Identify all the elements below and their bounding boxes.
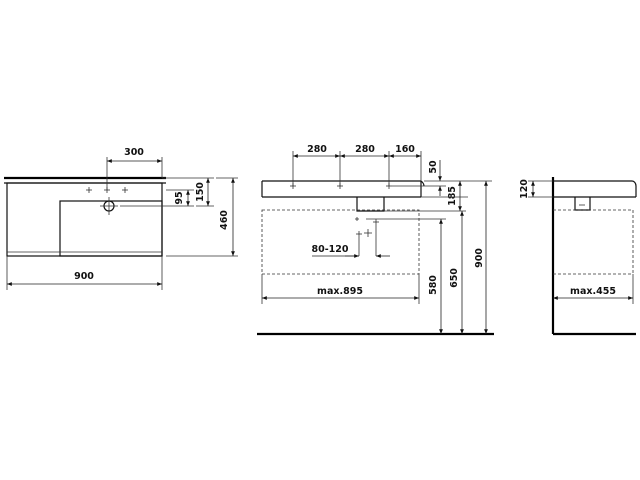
siphon-front [355,217,379,237]
dimension-900-height-label: 900 [474,248,485,268]
basin-side [553,180,637,211]
dimension-150: 150 [162,177,214,207]
cabinet-front [261,209,420,275]
dimension-280-b-label: 280 [355,144,375,155]
dimension-185: 185 [384,180,466,212]
basin-front [261,180,425,212]
tap-hole-top [100,197,118,215]
dimension-95-label: 95 [174,191,185,204]
dimension-tap-spacing: 280 280 160 [292,144,422,186]
dimension-120-label: 120 [519,179,530,199]
dimension-580-label: 580 [428,275,439,295]
dimension-460: 460 [166,177,238,257]
dimension-650: 650 [421,196,468,334]
dimension-185-label: 185 [447,186,458,206]
dimension-80-120: 80-120 [312,225,390,258]
dimension-900-width-label: 900 [74,271,94,282]
dimension-max-895-label: max.895 [317,286,363,297]
top-view: 300 95 150 460 900 [4,147,238,290]
dimension-300-label: 300 [124,147,144,158]
dimension-80-120-label: 80-120 [312,244,349,255]
dimension-580: 580 [366,218,446,334]
basin-outline-top [4,176,166,257]
dimension-max-455: max.455 [553,274,634,304]
dimension-50: 50 [392,160,446,196]
dimension-95: 95 [120,189,194,207]
dimension-50-label: 50 [428,160,439,174]
dimension-max-895: max.895 [261,274,420,304]
cabinet-side [553,209,634,275]
dimension-280-a-label: 280 [307,144,327,155]
dimension-150-label: 150 [195,182,206,202]
dimension-160-label: 160 [395,144,415,155]
front-view: 280 280 160 50 185 80-120 [257,144,494,336]
side-view: 120 max.455 [519,177,637,336]
dimension-460-label: 460 [219,210,230,230]
dimension-max-455-label: max.455 [570,286,616,297]
dimension-900-width: 900 [6,256,163,290]
dimension-300: 300 [106,147,163,190]
dimension-120: 120 [519,179,553,199]
dimension-650-label: 650 [449,268,460,288]
dimension-900-height: 900 [466,180,492,334]
